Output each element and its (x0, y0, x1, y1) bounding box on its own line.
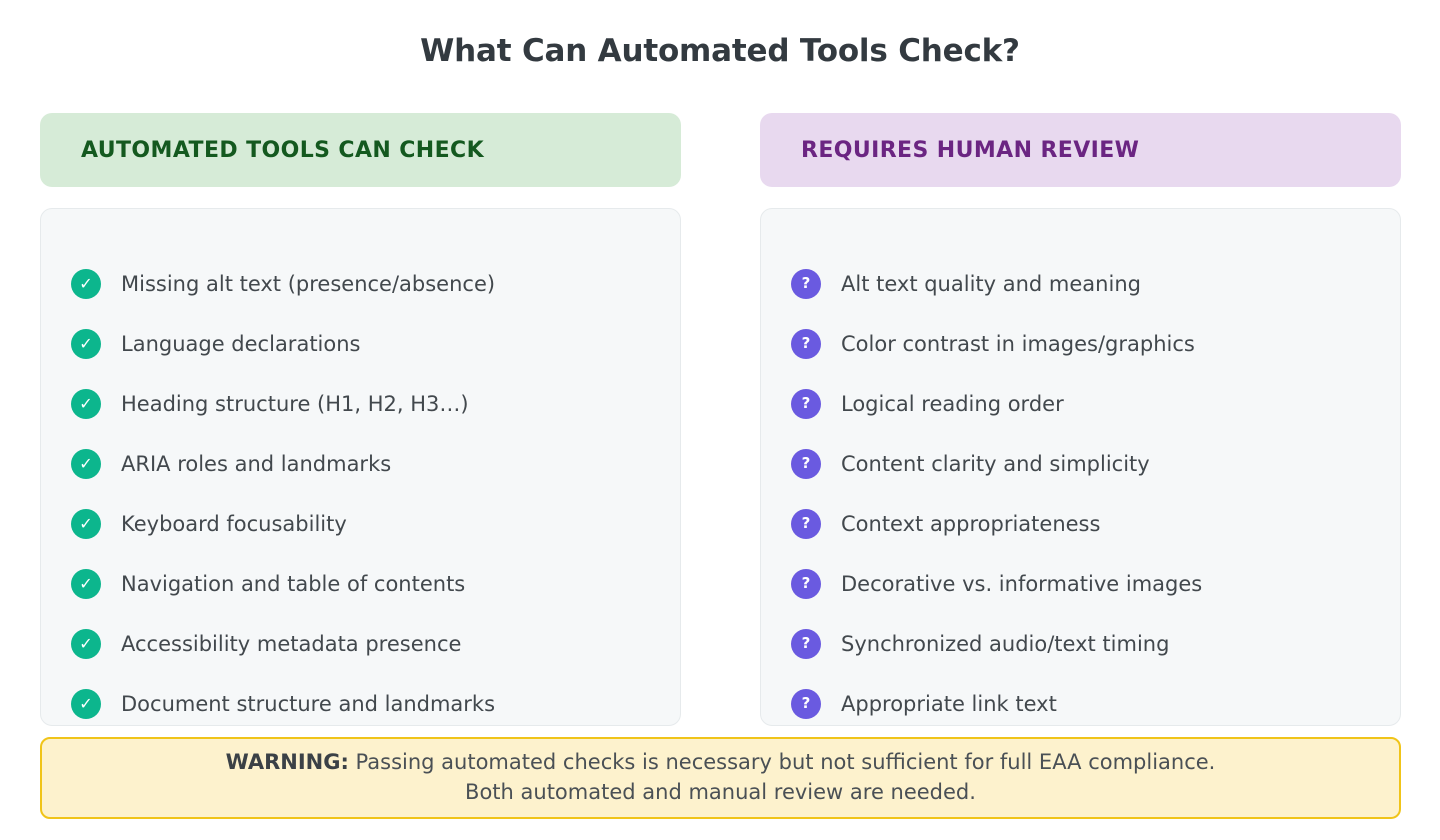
list-item-label: Logical reading order (841, 392, 1064, 416)
panel-automated-tools: ✓ Missing alt text (presence/absence) ✓ … (40, 208, 681, 726)
list-item: ? Logical reading order (791, 374, 1370, 434)
question-mark-icon: ? (791, 269, 821, 299)
list-item: ? Synchronized audio/text timing (791, 614, 1370, 674)
list-item-label: Language declarations (121, 332, 361, 356)
question-mark-icon: ? (791, 389, 821, 419)
warning-line-2: Both automated and manual review are nee… (465, 780, 976, 804)
list-item-label: Navigation and table of contents (121, 572, 466, 596)
list-item-label: Accessibility metadata presence (121, 632, 462, 656)
warning-text-1: Passing automated checks is necessary bu… (348, 750, 1216, 775)
list-item-label: Keyboard focusability (121, 512, 347, 536)
check-icon: ✓ (71, 689, 101, 719)
list-item: ✓ ARIA roles and landmarks (71, 434, 650, 494)
list-item-label: ARIA roles and landmarks (121, 452, 392, 476)
page-title: What Can Automated Tools Check? (420, 33, 1020, 69)
list-item-label: Heading structure (H1, H2, H3…) (121, 392, 469, 416)
question-mark-icon: ? (791, 449, 821, 479)
warning-banner: WARNING: Passing automated checks is nec… (40, 737, 1401, 819)
column-human-review: REQUIRES HUMAN REVIEW ? Alt text quality… (760, 113, 1401, 726)
column-header-human-review: REQUIRES HUMAN REVIEW (760, 113, 1401, 187)
list-item-label: Document structure and landmarks (121, 692, 496, 716)
column-header-automated-tools: AUTOMATED TOOLS CAN CHECK (40, 113, 681, 187)
list-item-label: Decorative vs. informative images (841, 572, 1203, 596)
list-item: ? Decorative vs. informative images (791, 554, 1370, 614)
list-item-label: Content clarity and simplicity (841, 452, 1150, 476)
list-item: ✓ Document structure and landmarks (71, 674, 650, 734)
list-automated-tools: ✓ Missing alt text (presence/absence) ✓ … (71, 254, 650, 734)
question-mark-icon: ? (791, 509, 821, 539)
list-item-label: Alt text quality and meaning (841, 272, 1141, 296)
list-item: ✓ Missing alt text (presence/absence) (71, 254, 650, 314)
list-item: ? Appropriate link text (791, 674, 1370, 734)
question-mark-icon: ? (791, 569, 821, 599)
check-icon: ✓ (71, 629, 101, 659)
list-item-label: Color contrast in images/graphics (841, 332, 1195, 356)
list-item-label: Appropriate link text (841, 692, 1057, 716)
list-item-label: Context appropriateness (841, 512, 1101, 536)
list-human-review: ? Alt text quality and meaning ? Color c… (791, 254, 1370, 734)
check-icon: ✓ (71, 389, 101, 419)
question-mark-icon: ? (791, 629, 821, 659)
list-item-label: Synchronized audio/text timing (841, 632, 1170, 656)
check-icon: ✓ (71, 329, 101, 359)
check-icon: ✓ (71, 509, 101, 539)
warning-line-1: WARNING: Passing automated checks is nec… (226, 748, 1216, 778)
list-item: ✓ Accessibility metadata presence (71, 614, 650, 674)
warning-label: WARNING: (225, 750, 349, 775)
list-item-label: Missing alt text (presence/absence) (121, 272, 496, 296)
check-icon: ✓ (71, 569, 101, 599)
list-item: ✓ Language declarations (71, 314, 650, 374)
list-item: ? Alt text quality and meaning (791, 254, 1370, 314)
panel-human-review: ? Alt text quality and meaning ? Color c… (760, 208, 1401, 726)
column-automated-tools: AUTOMATED TOOLS CAN CHECK ✓ Missing alt … (40, 113, 681, 726)
check-icon: ✓ (71, 449, 101, 479)
list-item: ? Color contrast in images/graphics (791, 314, 1370, 374)
list-item: ✓ Navigation and table of contents (71, 554, 650, 614)
list-item: ✓ Heading structure (H1, H2, H3…) (71, 374, 650, 434)
list-item: ? Content clarity and simplicity (791, 434, 1370, 494)
question-mark-icon: ? (791, 689, 821, 719)
comparison-columns: AUTOMATED TOOLS CAN CHECK ✓ Missing alt … (40, 113, 1401, 726)
list-item: ✓ Keyboard focusability (71, 494, 650, 554)
list-item: ? Context appropriateness (791, 494, 1370, 554)
question-mark-icon: ? (791, 329, 821, 359)
check-icon: ✓ (71, 269, 101, 299)
